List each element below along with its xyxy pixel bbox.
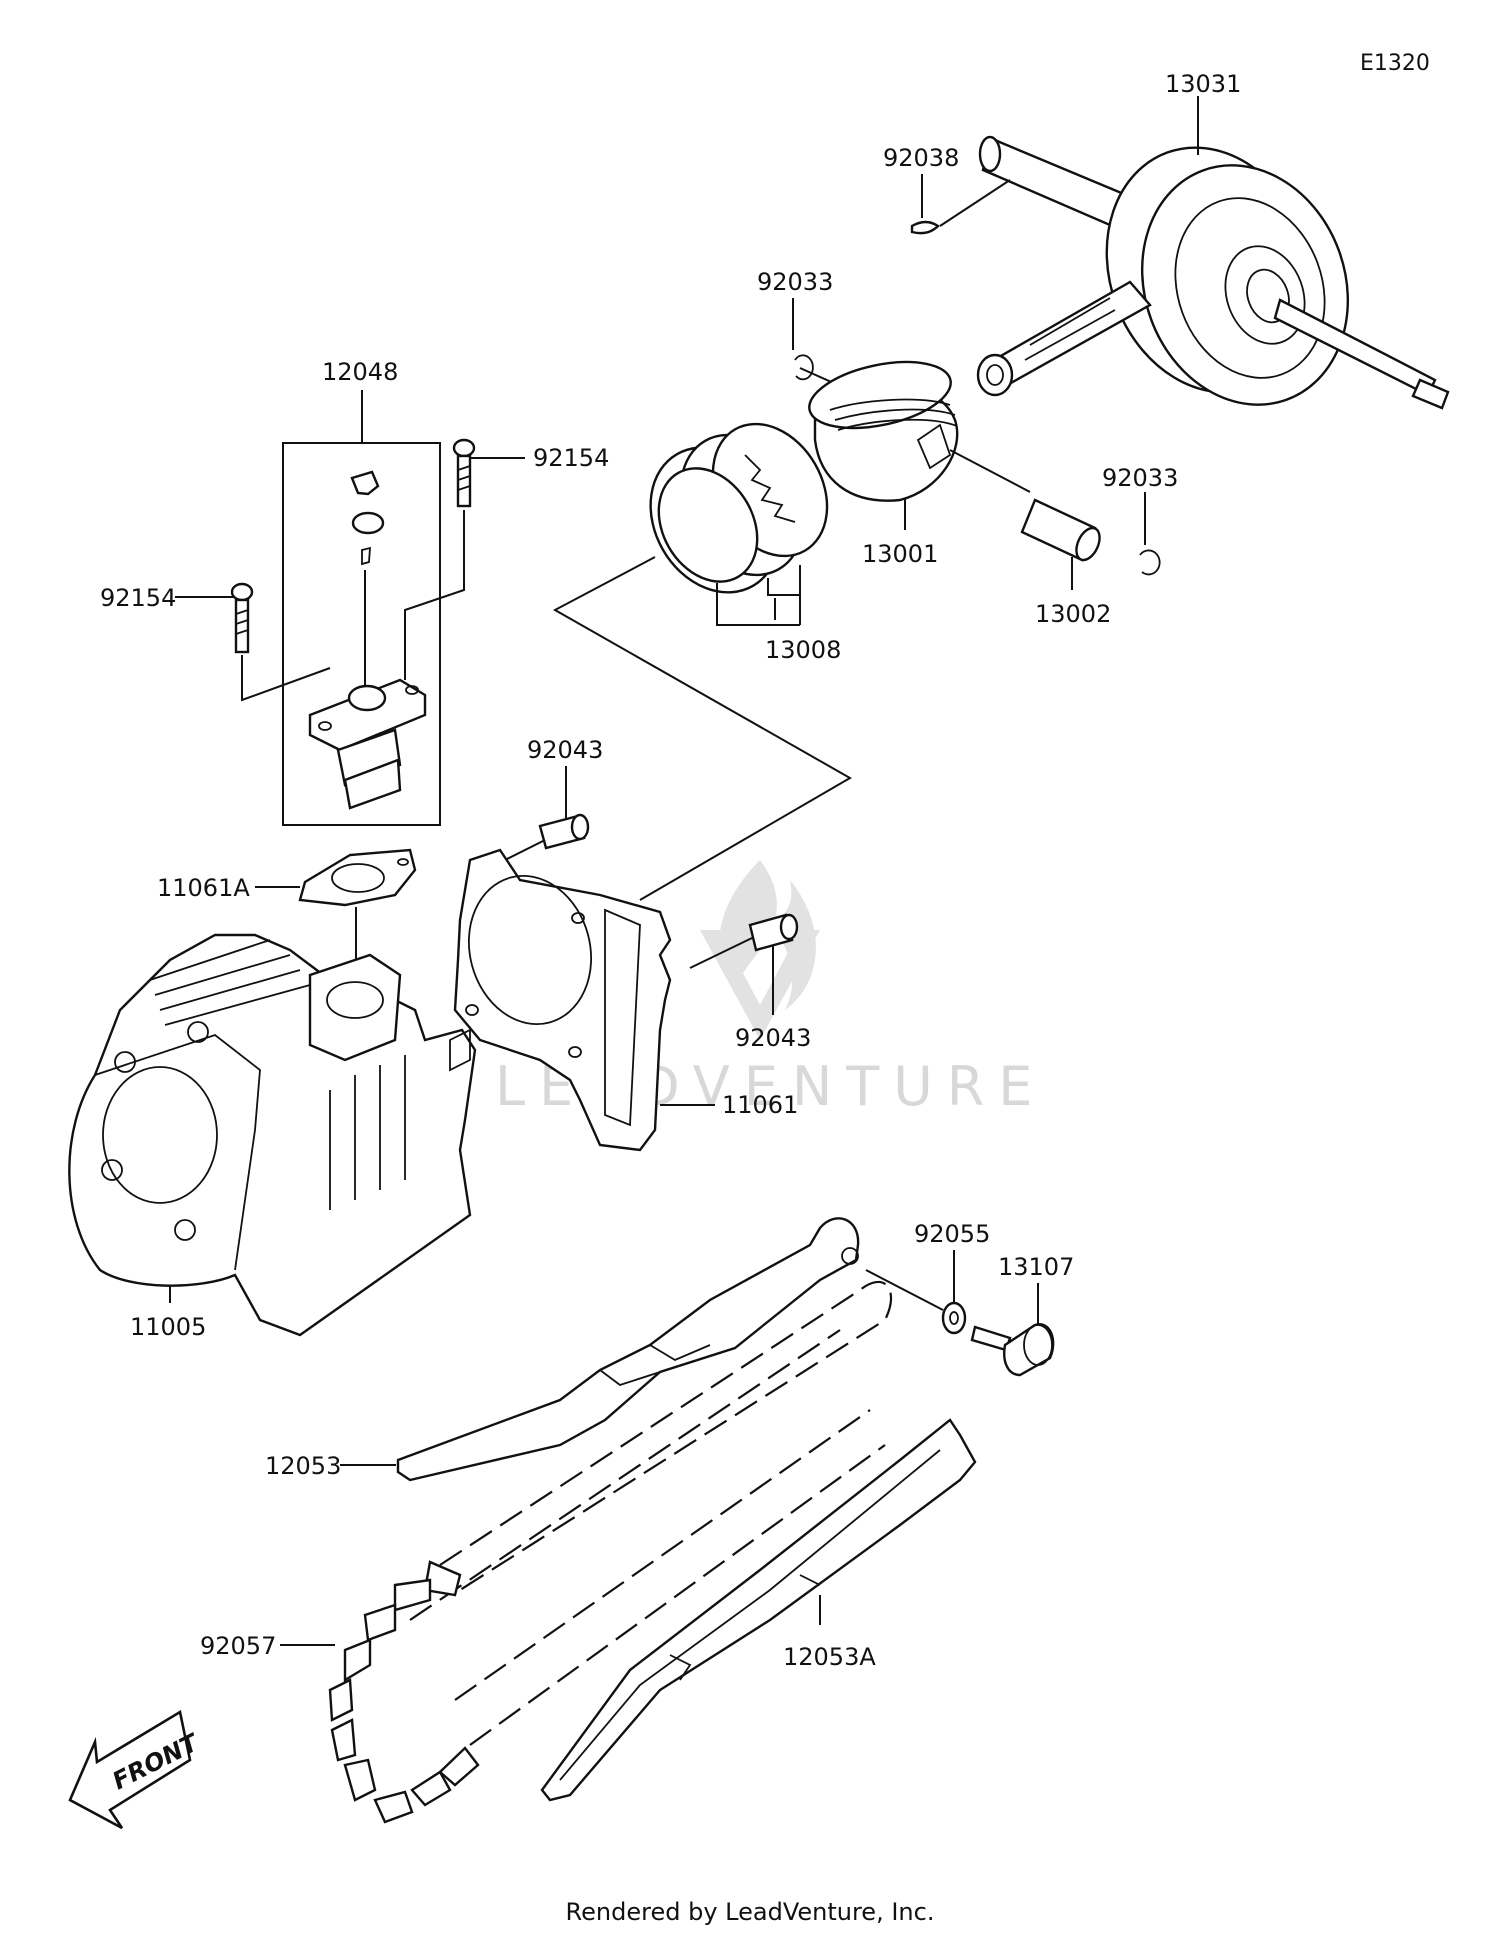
pivot-bolt-13107[interactable]: [970, 1323, 1055, 1377]
front-arrow: FRONT: [68, 1709, 204, 1830]
cylinder-11005[interactable]: [68, 933, 477, 1337]
label-92043-lower: 92043: [735, 1024, 811, 1052]
label-13031: 13031: [1165, 70, 1241, 98]
label-13008: 13008: [765, 636, 841, 664]
label-13107: 13107: [998, 1253, 1074, 1281]
piston-pin-13002[interactable]: [1020, 498, 1104, 564]
bolt-92154-left[interactable]: [230, 582, 254, 654]
piston-13001[interactable]: [803, 351, 959, 502]
label-92055: 92055: [914, 1220, 990, 1248]
label-11005: 11005: [130, 1313, 206, 1341]
washer-92055[interactable]: [941, 1301, 967, 1335]
piston-ring-set-13008[interactable]: [625, 403, 850, 615]
footer-credit: Rendered by LeadVenture, Inc.: [566, 1898, 935, 1926]
woodruff-key-92038[interactable]: [910, 220, 940, 235]
circlip-92033-lower[interactable]: [1139, 549, 1161, 576]
crankshaft-13031[interactable]: [976, 118, 1450, 434]
circlip-92033-upper[interactable]: [794, 354, 814, 381]
bolt-92154-right[interactable]: [452, 438, 476, 508]
cam-chain-92057[interactable]: [328, 1280, 893, 1824]
label-92033-upper: 92033: [757, 268, 833, 296]
insulator-gasket-11061A[interactable]: [298, 848, 417, 907]
cylinder-base-gasket-11061[interactable]: [453, 848, 672, 1152]
label-12053: 12053: [265, 1452, 341, 1480]
label-13002: 13002: [1035, 600, 1111, 628]
chain-guide-12053A[interactable]: [540, 1418, 977, 1802]
label-12053A: 12053A: [783, 1643, 876, 1671]
label-92154-left: 92154: [100, 584, 176, 612]
chain-guide-12053[interactable]: [396, 1217, 860, 1482]
label-92154-right: 92154: [533, 444, 609, 472]
cam-chain-tensioner-12048[interactable]: [308, 470, 427, 810]
label-92033-lower: 92033: [1102, 464, 1178, 492]
label-92038: 92038: [883, 144, 959, 172]
label-92043-upper: 92043: [527, 736, 603, 764]
label-92057: 92057: [200, 1632, 276, 1660]
label-11061A: 11061A: [157, 874, 250, 902]
label-13001: 13001: [862, 540, 938, 568]
label-12048: 12048: [322, 358, 398, 386]
reference-code: E1320: [1360, 51, 1430, 76]
dowel-pin-92043-lower[interactable]: [748, 913, 799, 952]
label-11061: 11061: [722, 1091, 798, 1119]
front-arrow-icon: [68, 1709, 192, 1830]
dowel-pin-92043-upper[interactable]: [538, 813, 590, 850]
